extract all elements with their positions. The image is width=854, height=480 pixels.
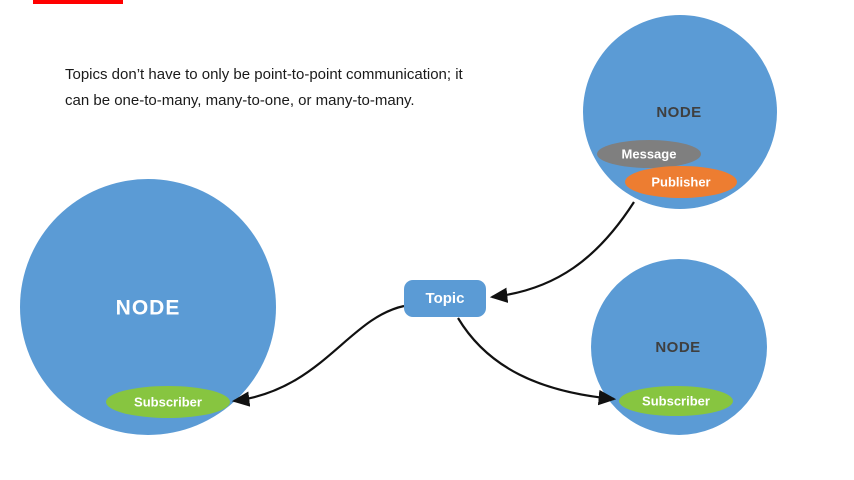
topic-label: Topic (426, 290, 465, 307)
left-subscriber-ellipse (106, 386, 230, 418)
bottom-right-subscriber-label: Subscriber (642, 393, 710, 408)
publisher-ellipse (625, 166, 737, 198)
left-node-circle (20, 179, 276, 435)
caption: Topics don’t have to only be point-to-po… (65, 62, 495, 114)
publisher-label: Publisher (651, 174, 710, 189)
caption-line-2: can be one-to-many, many-to-one, or many… (65, 92, 415, 109)
arrow-publisher-to-topic (489, 201, 635, 303)
topic-box (404, 280, 486, 317)
caption-line-1: Topics don’t have to only be point-to-po… (65, 66, 463, 83)
message-ellipse (597, 140, 701, 168)
arrow-topic-to-left-subscriber (231, 304, 405, 407)
arrow-topic-to-bottom-right-subscriber (457, 317, 617, 406)
bottom-right-node-label: NODE (655, 339, 700, 356)
video-progress-strip (33, 0, 123, 4)
left-subscriber-label: Subscriber (134, 394, 202, 409)
top-right-node-label: NODE (656, 104, 701, 121)
bottom-right-subscriber-ellipse (619, 386, 733, 416)
left-node-label: NODE (116, 297, 181, 320)
message-label: Message (622, 146, 677, 161)
